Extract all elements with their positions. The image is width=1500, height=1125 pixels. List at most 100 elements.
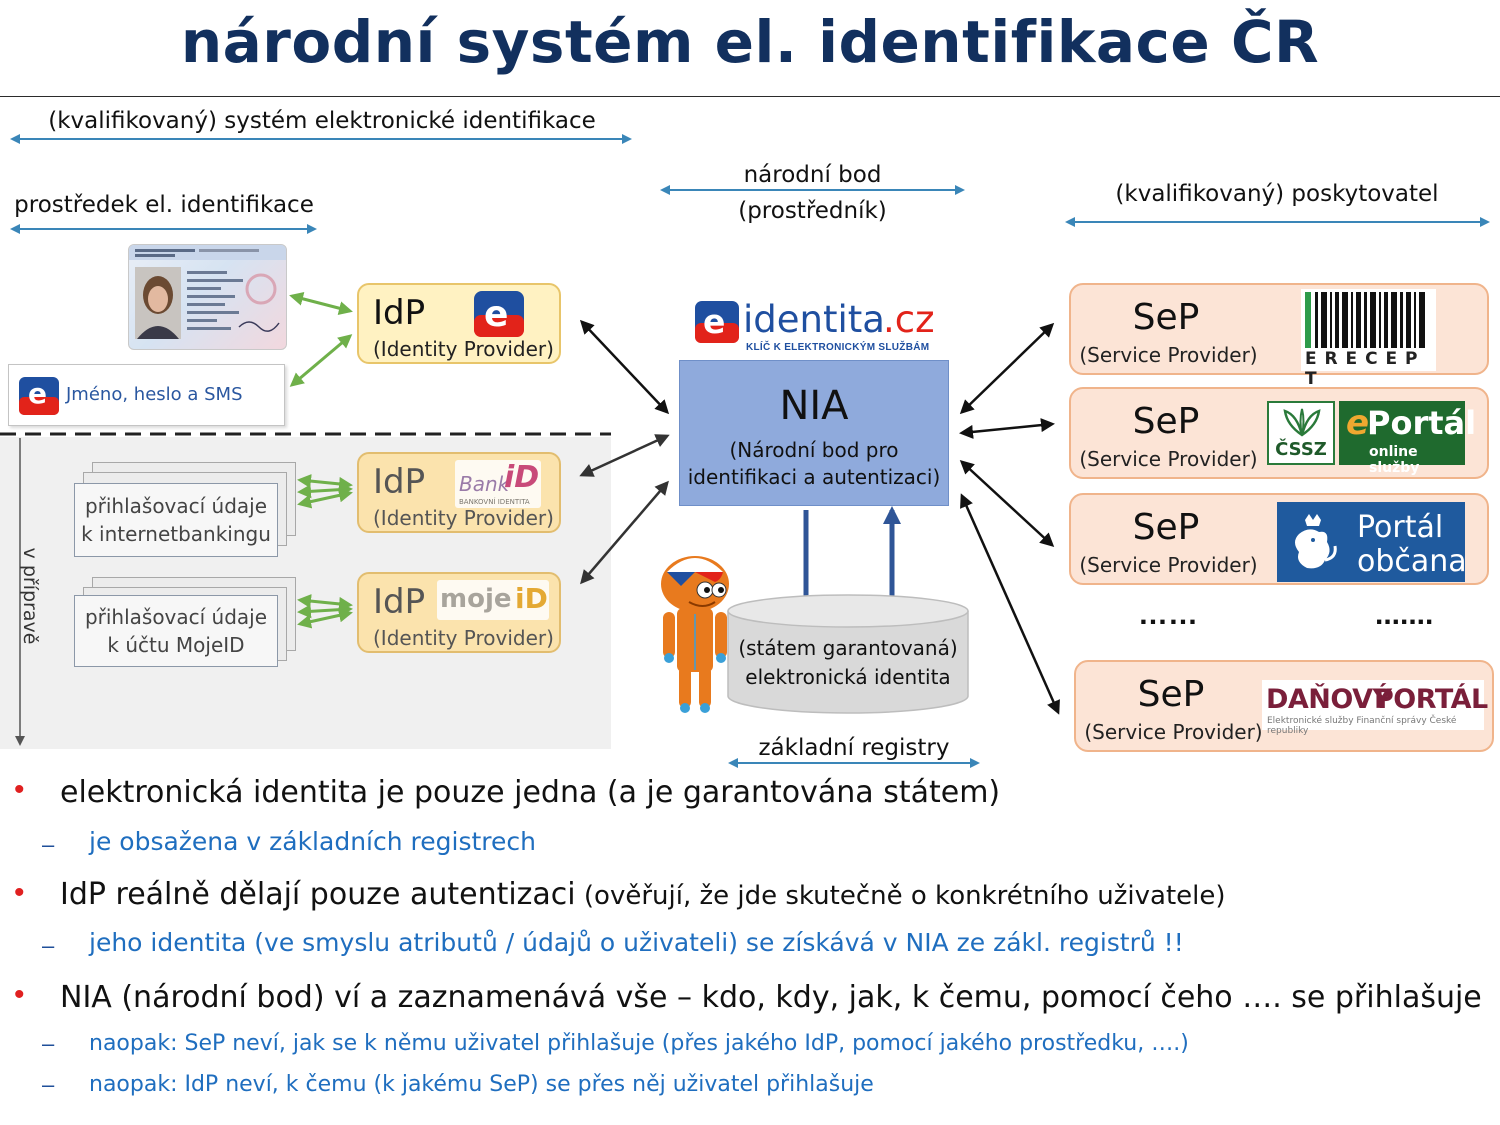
credential-bank-line2: k internetbankingu [81,522,271,546]
label-in-preparation: v přípravě [19,547,41,645]
credential-login-sms: e Jméno, heslo a SMS [8,364,285,426]
sep-abbr: SeP [1132,297,1200,338]
cssz-logo: ČSSZ [1267,401,1335,465]
nia-line1: (Národní bod pro [729,438,899,462]
database-line1: (státem garantovaná) [738,636,958,660]
eidentita-brand-logo: e identita .cz KLÍČ K ELEKTRONICKÝM SLUŽ… [694,298,939,356]
idp-abbr: IdP [373,293,426,333]
arrow-nia-sep4 [960,493,1060,715]
nia-title: NIA [779,383,849,429]
barcode-icon [1305,292,1425,348]
sep-box-portal-obcana: SeP (Service Provider) Portál občana [1069,493,1489,585]
svg-text:e: e [484,294,508,335]
idp-box-mojeid: IdP (Identity Provider) moje iD [357,572,561,653]
label-intermediary: (prostředník) [738,198,887,224]
eportal-logo-main: Portál [1367,404,1477,442]
page-title: národní systém el. identifikace ČR [180,8,1320,76]
sep-full: (Service Provider) [1079,553,1258,577]
label-qualified-system: (kvalifikovaný) systém elektronické iden… [48,108,596,134]
bankid-logo-id: iD [504,460,540,495]
bullet-1-sub: je obsažena v základních registrech [89,827,536,856]
bullet-3-sub-2: naopak: IdP neví, k čemu (k jakému SeP) … [89,1072,874,1097]
sep-abbr: SeP [1137,674,1205,715]
mascot-figure [661,556,729,713]
eidentita-logo-icon: e [19,377,59,415]
credential-bank: přihlašovací údaje k internetbankingu [74,483,278,557]
mojeid-logo-id: iD [515,582,548,615]
erecept-logo: E R E C E P T [1301,289,1436,389]
arrow-nia-sep2 [959,418,1055,439]
idp-full: (Identity Provider) [373,506,554,530]
arrow-idp1-nia [579,319,670,415]
arrow-nia-sep3 [959,459,1055,548]
id-card-image [128,244,287,350]
danovy-portal-logo: DAŇOVÝ PORTÁL Elektronické služby Finanč… [1262,680,1488,736]
arrow-nia-sep1 [959,322,1055,415]
idp-full: (Identity Provider) [373,337,554,361]
bullet-3: NIA (národní bod) ví a zaznamenává vše –… [60,980,1482,1015]
green-arrow-card [289,291,353,316]
bankid-logo: Bank iD BANKOVNÍ IDENTITA [455,460,541,508]
ellipsis-sep-right: ....... [1375,598,1434,631]
bankid-logo-sub: BANKOVNÍ IDENTITA [459,498,530,506]
green-arrow-sms [289,334,353,387]
svg-text:e: e [703,302,725,341]
ellipsis-sep-left: …… [1138,598,1198,631]
bullet-marker: • [14,773,25,806]
eidentita-logo-icon: e [695,301,739,343]
sub-bullet-marker: – [42,1072,55,1097]
bullet-2-paren: (ověřují, že jde skutečně o konkrétního … [575,881,1226,911]
nia-line2: identifikaci a autentizaci) [687,465,941,489]
eidentita-brand-tld: .cz [883,298,935,341]
idp-full: (Identity Provider) [373,626,554,650]
leaf-icon [1283,408,1321,437]
sep-full: (Service Provider) [1084,720,1263,744]
bankid-logo-text: Bank [459,472,510,496]
eidentita-brand-tagline: KLÍČ K ELEKTRONICKÝM SLUŽBÁM [746,342,930,353]
svg-text:e: e [28,377,47,410]
arrow-idp2-nia [579,434,670,477]
database-label: (státem garantovaná) elektronická identi… [727,634,969,692]
label-national-point: národní bod [743,162,882,188]
credential-bank-line1: přihlašovací údaje [84,494,268,518]
portal-obcana-line1: Portál [1357,510,1444,545]
bullet-marker: • [14,876,25,909]
credential-login-label: Jméno, heslo a SMS [66,384,243,405]
portal-obcana-logo: Portál občana [1277,502,1467,582]
sep-full: (Service Provider) [1079,343,1258,367]
danovy-portal-word1: DAŇOVÝ [1266,684,1392,715]
title-divider [0,96,1500,97]
credential-mojeid-line2: k účtu MojeID [107,633,245,657]
sep-box-cssz: SeP (Service Provider) ČSSZ e Portál onl… [1069,387,1489,479]
database-line2: elektronická identita [745,665,951,689]
eportal-logo-sub: online služby [1369,444,1420,476]
green-arrows-bank [297,474,353,509]
bullet-2-main: IdP reálně dělají pouze autentizaci [60,877,576,912]
idp-box-bankid: IdP (Identity Provider) Bank iD BANKOVNÍ… [357,452,561,533]
idp-box-eidentita: IdP (Identity Provider) e [357,283,561,364]
mojeid-logo-text: moje [440,584,512,614]
label-qualified-provider: (kvalifikovaný) poskytovatel [1115,181,1439,207]
bullet-marker: • [14,978,25,1011]
sep-abbr: SeP [1132,507,1200,548]
sep-box-danovy-portal: SeP (Service Provider) DAŇOVÝ PORTÁL Ele… [1074,660,1494,752]
label-identification-means: prostředek el. identifikace [14,192,314,218]
cssz-logo-text: ČSSZ [1275,439,1327,460]
sep-full: (Service Provider) [1079,447,1258,471]
danovy-portal-word2: PORTÁL [1374,684,1488,715]
sep-abbr: SeP [1132,401,1200,442]
database-cylinder [727,594,969,714]
idp-abbr: IdP [373,462,426,502]
sub-bullet-marker: – [42,933,55,958]
danovy-portal-sub: Elektronické služby Finanční správy Česk… [1267,716,1457,736]
bullet-2-sub: jeho identita (ve smyslu atributů / údaj… [89,928,1184,957]
eidentita-brand-name: identita [743,298,885,341]
erecept-logo-text: E R E C E P T [1305,349,1419,389]
green-arrows-mojeid [297,594,353,629]
lion-emblem-icon [1295,514,1337,569]
eidentita-logo-icon: e [474,291,524,337]
sub-bullet-marker: – [42,832,55,857]
bullet-2: IdP reálně dělají pouze autentizaci (ově… [60,877,1226,912]
